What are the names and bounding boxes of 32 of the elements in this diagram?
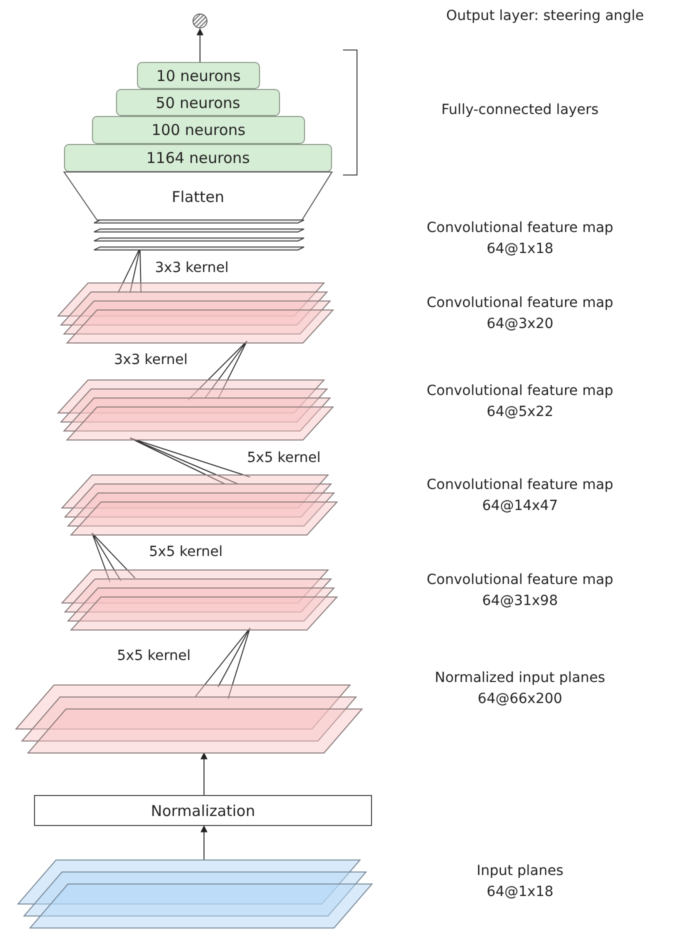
- input-plane-stack: [16, 685, 362, 753]
- layer-caption: Fully-connected layers: [440, 101, 600, 120]
- feature-map-stack: [58, 283, 333, 343]
- layer-name: Flatten: [170, 188, 226, 206]
- feature-map-stack: [62, 475, 337, 535]
- feature-map-stack: [58, 380, 333, 440]
- normalization-box: Normalization: [34, 795, 372, 826]
- feature-map-stack: [94, 220, 304, 250]
- arrow: [200, 752, 208, 796]
- kernel-lines: [92, 532, 136, 582]
- layer-caption: Normalized input planes 64@66x200: [434, 669, 606, 709]
- arrow: [200, 825, 208, 860]
- layer-caption: Convolutional feature map 64@14x47: [426, 476, 614, 516]
- layer-caption: Convolutional feature map 64@1x18: [426, 219, 614, 259]
- kernel-lines: [130, 438, 250, 484]
- layer-caption: Input planes 64@1x18: [476, 862, 564, 902]
- dense-layer-box: 10 neurons: [137, 62, 260, 89]
- dense-layer-box: 50 neurons: [116, 89, 280, 116]
- layer-caption: Output layer: steering angle: [445, 7, 645, 26]
- feature-map-stack: [62, 570, 337, 630]
- flatten-trapezoid: [64, 172, 332, 220]
- layer-caption: Convolutional feature map 64@31x98: [426, 571, 614, 611]
- output-node-circle: [192, 13, 208, 29]
- kernel-lines: [188, 340, 248, 400]
- layer-caption: Convolutional feature map 64@5x22: [426, 382, 614, 422]
- arrow: [196, 28, 204, 62]
- layer-caption: Convolutional feature map 64@3x20: [426, 294, 614, 334]
- kernel-lines: [194, 628, 250, 700]
- input-plane-stack: [18, 860, 372, 928]
- kernel-lines: [118, 248, 142, 294]
- dense-layer-box: 1164 neurons: [64, 144, 332, 172]
- dense-layer-box: 100 neurons: [92, 116, 305, 144]
